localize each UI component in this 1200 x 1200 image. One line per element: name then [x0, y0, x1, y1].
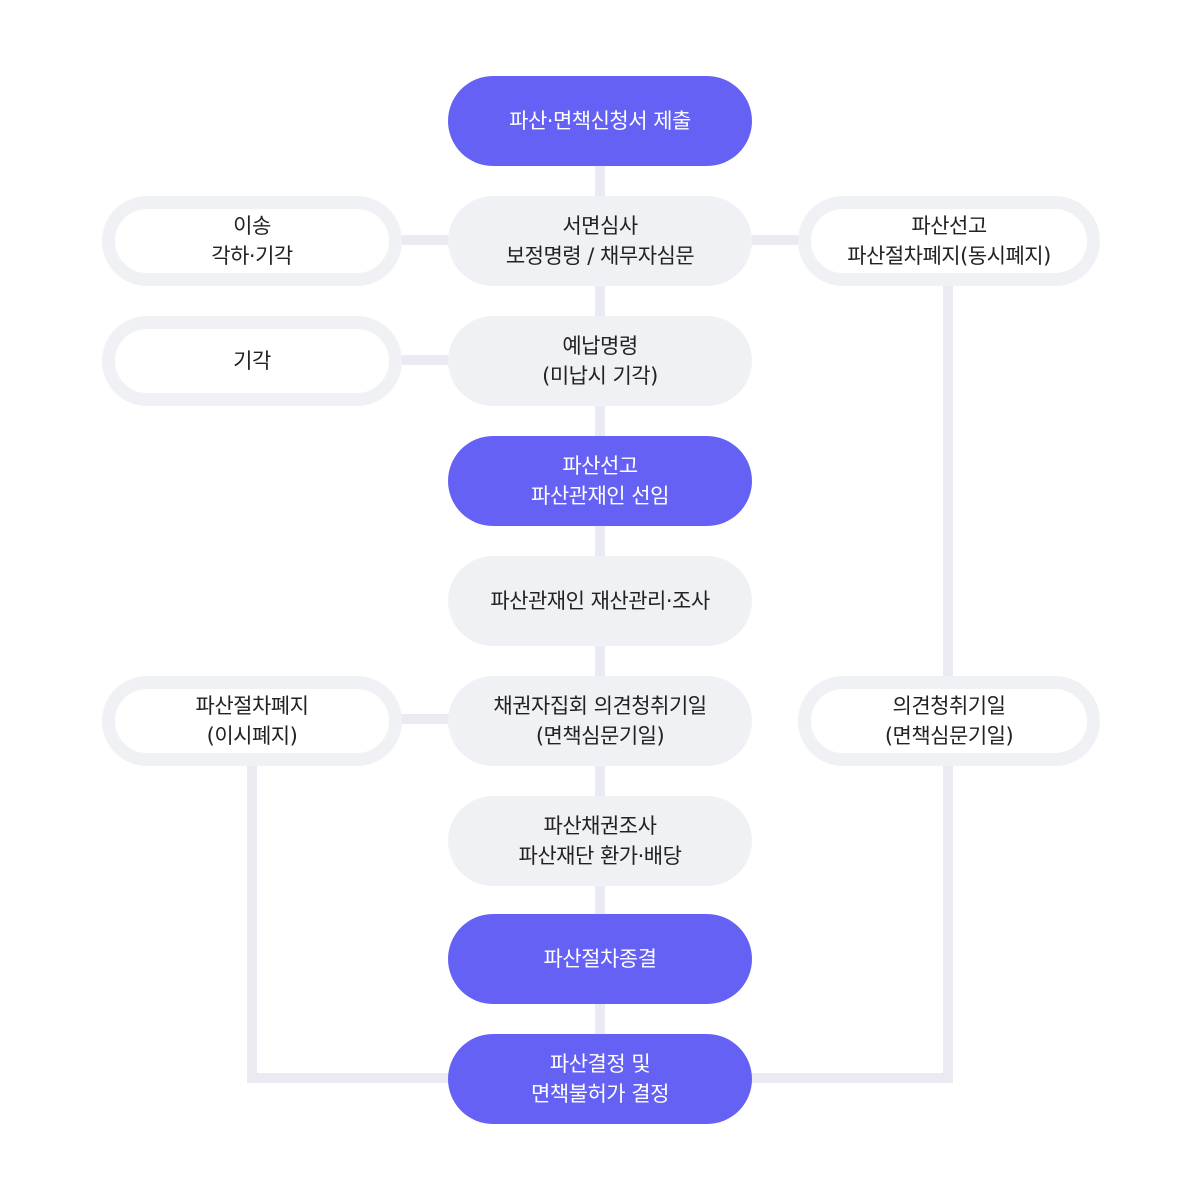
- node-claims-investigation: 파산채권조사 파산재단 환가·배당: [448, 796, 752, 886]
- node-transfer-dismissal: 이송 각하·기각: [102, 196, 402, 286]
- node-simultaneous-abolition: 파산선고 파산절차폐지(동시폐지): [798, 196, 1100, 286]
- node-sublabel: 면책불허가 결정: [531, 1082, 669, 1106]
- node-document-review: 서면심사 보정명령 / 채무자심문: [448, 196, 752, 286]
- node-label: 파산선고: [562, 454, 638, 478]
- node-procedure-abolition: 파산절차폐지 (이시폐지): [102, 676, 402, 766]
- node-label: 의견청취기일: [892, 694, 1006, 718]
- node-bankruptcy-declaration: 파산선고 파산관재인 선임: [448, 436, 752, 526]
- node-procedure-termination: 파산절차종결: [448, 914, 752, 1004]
- node-label: 파산관재인 재산관리·조사: [490, 589, 710, 613]
- node-sublabel: 파산재단 환가·배당: [518, 844, 682, 868]
- node-label: 파산선고: [911, 214, 987, 238]
- node-sublabel: (면책심문기일): [535, 724, 665, 748]
- node-asset-management: 파산관재인 재산관리·조사: [448, 556, 752, 646]
- node-label: 채권자집회 의견청취기일: [493, 694, 707, 718]
- node-label: 서면심사: [562, 214, 638, 238]
- node-label: 예납명령: [562, 334, 638, 358]
- node-label: 파산절차종결: [543, 947, 657, 971]
- node-sublabel: 각하·기각: [211, 244, 293, 268]
- node-sublabel: 보정명령 / 채무자심문: [505, 244, 695, 268]
- node-label: 이송: [233, 214, 271, 238]
- node-sublabel: (이시폐지): [206, 724, 298, 748]
- node-sublabel: 파산절차폐지(동시폐지): [847, 244, 1051, 268]
- node-hearing-date: 의견청취기일 (면책심문기일): [798, 676, 1100, 766]
- node-label: 기각: [233, 349, 271, 373]
- node-dismissal: 기각: [102, 316, 402, 406]
- node-creditors-meeting: 채권자집회 의견청취기일 (면책심문기일): [448, 676, 752, 766]
- node-label: 파산채권조사: [543, 814, 657, 838]
- node-submit-application: 파산·면책신청서 제출: [448, 76, 752, 166]
- node-label: 파산결정 및: [549, 1052, 651, 1076]
- node-sublabel: (면책심문기일): [884, 724, 1014, 748]
- node-final-decision: 파산결정 및 면책불허가 결정: [448, 1034, 752, 1124]
- node-label: 파산절차폐지: [195, 694, 309, 718]
- node-label: 파산·면책신청서 제출: [509, 109, 691, 133]
- node-deposit-order: 예납명령 (미납시 기각): [448, 316, 752, 406]
- node-sublabel: 파산관재인 선임: [531, 484, 669, 508]
- node-sublabel: (미납시 기각): [542, 364, 658, 388]
